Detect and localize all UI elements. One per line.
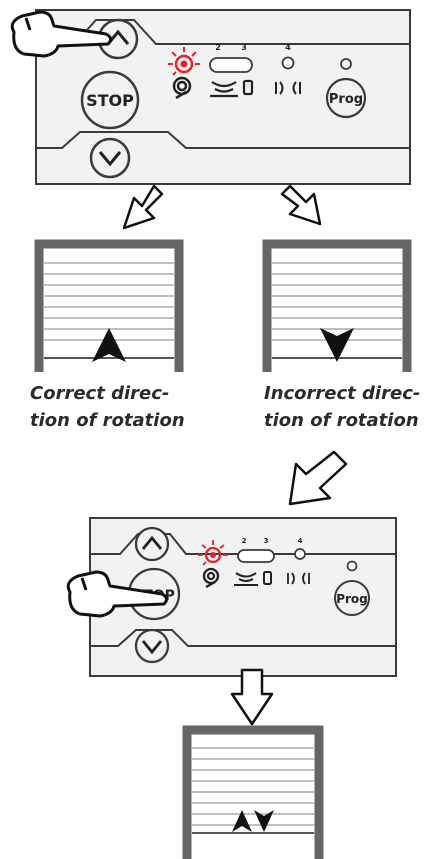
sensor-icon xyxy=(234,572,258,586)
prog-led xyxy=(346,560,358,572)
control-panel-top: STOP 2 3 4 Prog xyxy=(10,9,411,185)
status-led-flashing xyxy=(198,540,228,566)
indicator-slot xyxy=(237,549,275,563)
indicator-number: 2 xyxy=(215,43,221,52)
indicator-number: 2 xyxy=(242,537,247,545)
down-button[interactable] xyxy=(134,628,170,664)
arrow-down-to-door-icon xyxy=(230,668,274,726)
arrow-to-bottom-panel-icon xyxy=(288,450,348,506)
caption-correct-rotation: Correct direc- tion of rotation xyxy=(30,380,185,434)
arrow-to-correct-icon xyxy=(122,184,164,230)
up-button[interactable] xyxy=(97,18,139,60)
arrow-to-incorrect-icon xyxy=(280,184,322,226)
stop-button-label: STOP xyxy=(86,91,134,110)
indicator-number: 4 xyxy=(298,537,303,545)
caption-correct-line2: tion of rotation xyxy=(30,410,185,431)
chevron-down-icon xyxy=(98,151,122,167)
indicator-led xyxy=(281,56,295,70)
panel-bottom-separator xyxy=(36,131,410,149)
radio-signal-icon xyxy=(275,81,301,95)
door-correct xyxy=(34,239,184,372)
prog-button[interactable]: Prog xyxy=(325,77,367,119)
prog-button-label: Prog xyxy=(329,92,363,107)
indicator-number: 4 xyxy=(285,43,291,52)
down-button[interactable] xyxy=(89,137,131,179)
indicator-number: 3 xyxy=(241,43,247,52)
battery-icon xyxy=(242,79,254,96)
radio-signal-icon xyxy=(287,572,310,585)
indicator-led xyxy=(294,548,306,560)
chevron-down-icon xyxy=(141,640,163,655)
caption-incorrect-rotation: Incorrect direc- tion of rotation xyxy=(264,380,420,434)
prog-button[interactable]: Prog xyxy=(334,580,370,616)
chevron-up-icon xyxy=(141,535,163,550)
gear-icon xyxy=(172,76,192,100)
caption-incorrect-line1: Incorrect direc- xyxy=(264,383,421,404)
battery-icon xyxy=(263,571,272,585)
arrow-down-icon xyxy=(254,810,274,832)
status-led-flashing xyxy=(168,47,200,76)
caption-correct-line1: Correct direc- xyxy=(30,383,170,404)
door-incorrect xyxy=(262,239,412,372)
pointing-hand-icon xyxy=(66,570,169,618)
prog-led xyxy=(340,58,352,70)
arrow-up-icon xyxy=(232,810,252,832)
arrow-up-icon xyxy=(92,328,126,362)
indicator-number: 3 xyxy=(264,537,269,545)
caption-incorrect-line2: tion of rotation xyxy=(264,410,419,431)
arrow-down-icon xyxy=(320,328,354,362)
pointing-hand-icon xyxy=(10,10,113,58)
up-button[interactable] xyxy=(134,526,170,562)
stop-button[interactable]: STOP xyxy=(80,70,140,130)
indicator-slot xyxy=(209,57,253,73)
gear-icon xyxy=(202,567,220,589)
prog-button-label: Prog xyxy=(336,592,368,606)
control-panel-bottom: STOP 2 3 4 Prog xyxy=(66,517,397,677)
sensor-icon xyxy=(210,81,238,98)
door-stopped xyxy=(182,725,324,859)
